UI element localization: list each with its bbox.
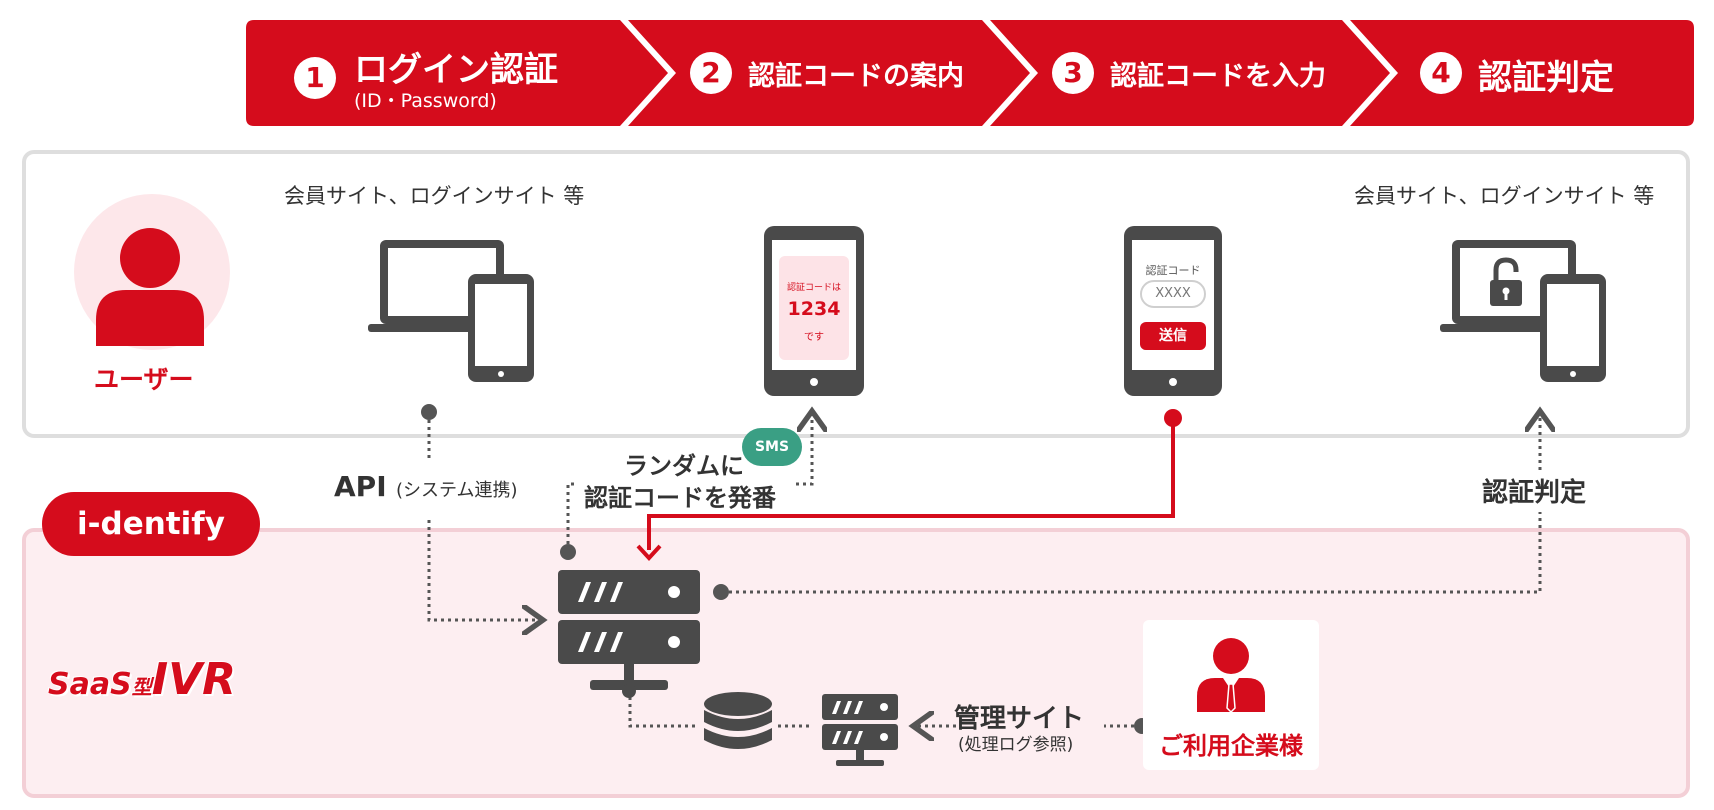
step-1-label: ログイン認証 [354, 50, 558, 90]
step-4-number: 4 [1420, 52, 1462, 94]
user-label: ユーザー [94, 365, 194, 394]
step-4-shape [1350, 20, 1694, 126]
user-avatar-icon [74, 194, 230, 350]
step-3-number: 3 [1052, 52, 1094, 94]
saas-word: SaaS [48, 667, 132, 702]
saas-label: SaaS型IVR [48, 654, 236, 705]
random-code-label-1: ランダムに [624, 452, 744, 480]
admin-site-label: 管理サイト [954, 704, 1085, 734]
identify-panel [22, 528, 1690, 798]
corp-card: ご利用企業様 [1143, 620, 1319, 770]
identify-badge: i-dentify [42, 492, 260, 556]
corp-label: ご利用企業様 [1159, 732, 1303, 760]
step-1-sublabel: (ID・Password) [354, 90, 497, 112]
sms-bubble: SMS [742, 428, 802, 466]
step-4-label: 認証判定 [1478, 58, 1614, 98]
step-2-number: 2 [690, 52, 732, 94]
send-button[interactable]: 送信 [1140, 322, 1206, 350]
step-banner [246, 20, 1694, 126]
step-1-shape [246, 20, 668, 126]
step-3-label: 認証コードを入力 [1110, 61, 1326, 92]
smartphone-input-icon [1124, 226, 1222, 396]
step-3-shape [990, 20, 1390, 126]
sms-code-line3: です [804, 332, 824, 343]
random-code-label-2: 認証コードを発番 [584, 484, 776, 512]
sms-code-value: 1234 [787, 298, 841, 320]
step-1-number: 1 [294, 57, 336, 99]
laptop-tablet-lock-icon [1440, 240, 1606, 382]
lock-icon [1493, 257, 1519, 282]
step-2-label: 認証コードの案内 [748, 61, 964, 92]
ivr-word: IVR [151, 654, 237, 705]
admin-site-sublabel: (処理ログ参照) [958, 735, 1074, 755]
code-input-label: 認証コード [1145, 264, 1201, 277]
smartphone-code-icon [764, 226, 864, 396]
site-caption-right: 会員サイト、ログインサイト 等 [1354, 184, 1655, 208]
api-label: API [334, 470, 387, 503]
sms-code-line1: 認証コードは [786, 283, 841, 293]
site-caption-left: 会員サイト、ログインサイト 等 [284, 184, 585, 208]
api-sublabel: (システム連携) [396, 480, 518, 501]
business-person-icon [1197, 638, 1265, 714]
saas-type-word: 型 [131, 675, 152, 699]
code-input-field[interactable]: XXXX [1140, 280, 1206, 308]
step-2-shape [628, 20, 1030, 126]
laptop-tablet-icon [368, 240, 534, 382]
judge-label: 認証判定 [1482, 478, 1587, 508]
